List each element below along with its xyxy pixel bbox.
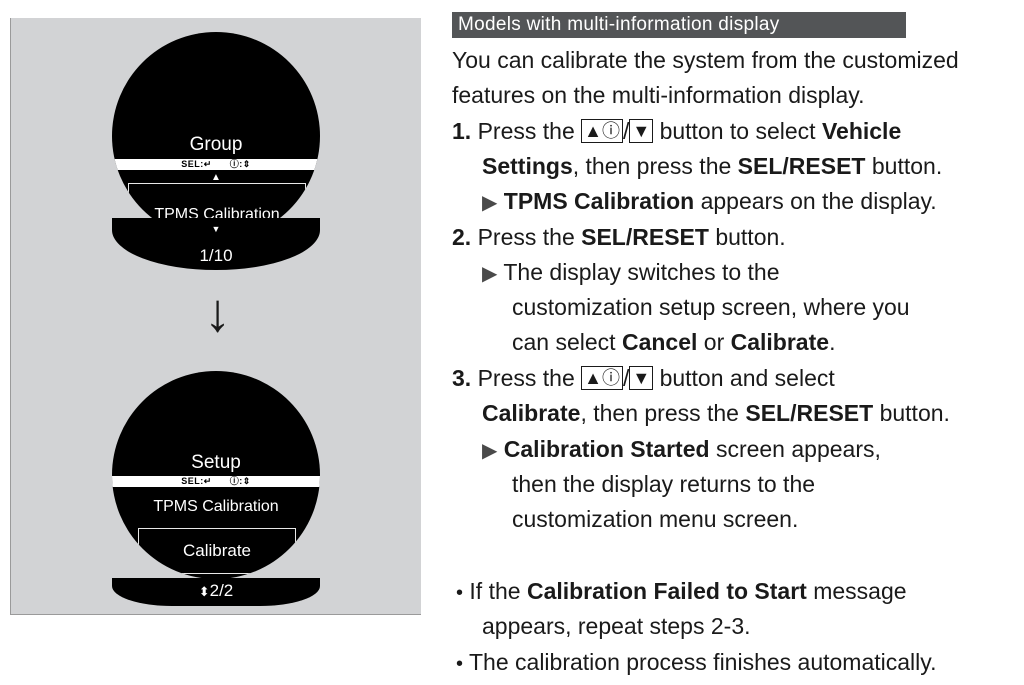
text: The display switches to the xyxy=(503,259,780,285)
screen-title: Setup xyxy=(191,452,241,473)
text: Calibrate xyxy=(482,400,581,426)
step-3-result-cont: then the display returns to the xyxy=(512,471,816,497)
step-1-line: Settings, then press the SEL/RESET butto… xyxy=(482,149,942,184)
text: If the xyxy=(469,578,521,604)
text: can select xyxy=(512,329,616,355)
bullet-icon: • xyxy=(456,582,464,604)
text: Settings xyxy=(482,153,573,179)
text: button. xyxy=(879,400,950,426)
text: button and select xyxy=(659,365,835,391)
text: button to select xyxy=(659,118,816,144)
up-triangle-icon: ▲ xyxy=(211,172,221,183)
step-2-result-cont: customization setup screen, where you xyxy=(512,294,910,320)
down-triangle-icon: ▼ xyxy=(211,224,221,234)
bullet-icon: • xyxy=(456,653,464,675)
text: Vehicle xyxy=(821,118,902,144)
selected-option-box: Calibrate xyxy=(138,528,296,574)
step-3-result-cont: customization menu screen. xyxy=(512,506,799,532)
result-arrow-icon: ▶ xyxy=(482,263,498,285)
text: The calibration process finishes automat… xyxy=(469,649,937,675)
sel-hint: SEL:↵ xyxy=(181,476,212,486)
step-number: 2. xyxy=(452,224,472,250)
note-bullet: • If the Calibration Failed to Start mes… xyxy=(456,574,907,611)
screen-title: Group xyxy=(189,134,243,155)
step-2-result-cont: can select Cancel or Calibrate. xyxy=(512,325,835,360)
text: Press the xyxy=(477,365,575,391)
text: or xyxy=(703,329,725,355)
result-arrow-icon: ▶ xyxy=(482,440,498,462)
step-2-line: 2. Press the SEL/RESET button. xyxy=(452,220,786,255)
text: , then press the xyxy=(572,153,732,179)
step-1-result: ▶ TPMS Calibration appears on the displa… xyxy=(482,184,937,221)
display-screen-setup: Setup SEL:↵ ⓘ:⇕ TPMS Calibration Calibrat… xyxy=(112,371,320,579)
intro-line: features on the multi-information displa… xyxy=(452,82,865,108)
text: button. xyxy=(871,153,943,179)
result-arrow-icon: ▶ xyxy=(482,192,498,214)
display-screen-group: Group SEL:↵ⓘ:⇕ ▲ TPMS Calibration xyxy=(112,32,320,240)
text: SEL/RESET xyxy=(745,400,874,426)
text: Press the xyxy=(477,224,575,250)
page-indicator: 1/10 xyxy=(199,246,233,265)
step-2-result: ▶ The display switches to the xyxy=(482,255,780,292)
selected-option-label: Calibrate xyxy=(182,541,252,560)
screen1-lower: ▼ 1/10 xyxy=(112,218,320,270)
text: screen appears, xyxy=(715,436,881,462)
text: Calibration Started xyxy=(503,436,710,462)
section-heading: Models with multi-information display xyxy=(452,12,906,38)
text: appears on the display. xyxy=(700,188,937,214)
text: Press the xyxy=(477,118,575,144)
text: Calibration Failed to Start xyxy=(526,578,807,604)
step-1-line: 1. Press the ▲ⓘ/▼ button to select Vehic… xyxy=(452,118,902,144)
info-up-button-icon: ▲ⓘ xyxy=(581,119,623,143)
note-bullet: • The calibration process finishes autom… xyxy=(456,645,936,682)
note-bullet-cont: appears, repeat steps 2-3. xyxy=(482,613,751,639)
screen2-lower: ⬍2/2 xyxy=(112,578,320,606)
text: . xyxy=(829,329,836,355)
info-hint: ⓘ:⇕ xyxy=(229,159,251,169)
sel-bar: SEL:↵ ⓘ:⇕ xyxy=(112,159,320,170)
key-label: ▼ xyxy=(632,368,651,388)
key-label: ▲ⓘ xyxy=(584,368,620,388)
step-number: 3. xyxy=(452,365,472,391)
key-label: ▲ⓘ xyxy=(584,121,620,141)
text: TPMS Calibration xyxy=(503,188,695,214)
step-number: 1. xyxy=(452,118,472,144)
info-up-button-icon: ▲ⓘ xyxy=(581,366,623,390)
key-label: ▼ xyxy=(632,121,651,141)
down-button-icon: ▼ xyxy=(629,366,654,390)
text: SEL/RESET xyxy=(737,153,866,179)
info-hint: ⓘ:⇕ xyxy=(229,476,251,486)
arrow-down-icon: ↓ xyxy=(204,283,231,343)
text: Cancel xyxy=(621,329,698,355)
step-3-line: 3. Press the ▲ⓘ/▼ button and select xyxy=(452,365,835,391)
sel-hint: SEL:↵ xyxy=(181,159,212,169)
page-indicator: ⬍2/2 xyxy=(112,581,320,601)
text: message xyxy=(813,578,907,604)
text: button. xyxy=(715,224,786,250)
illustration-panel: Group SEL:↵ ⓘ:⇕ ▲ TPMS Calibration ▼ 1/10… xyxy=(10,18,421,615)
step-3-result: ▶ Calibration Started screen appears, xyxy=(482,432,881,469)
setting-label: TPMS Calibration xyxy=(153,498,279,515)
text: Calibrate xyxy=(730,329,830,355)
intro-line: You can calibrate the system from the cu… xyxy=(452,47,959,73)
down-button-icon: ▼ xyxy=(629,119,654,143)
text: SEL/RESET xyxy=(581,224,709,250)
page-number: 2/2 xyxy=(209,581,234,600)
sel-bar: SEL:↵ ⓘ:⇕ xyxy=(112,476,320,487)
text: , then press the xyxy=(580,400,739,426)
updown-icon: ⬍ xyxy=(198,584,210,599)
step-3-line: Calibrate, then press the SEL/RESET butt… xyxy=(482,396,950,431)
